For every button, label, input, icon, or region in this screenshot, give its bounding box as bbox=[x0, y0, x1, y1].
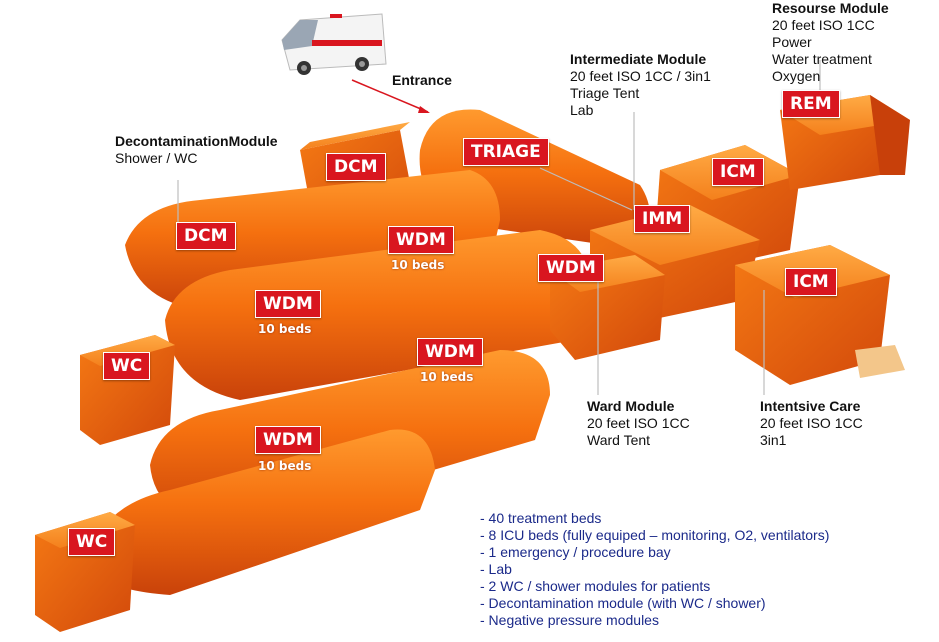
list-item: - Lab bbox=[480, 561, 512, 577]
tag-icm-top: ICM bbox=[712, 158, 764, 186]
list-item: - Negative pressure modules bbox=[480, 612, 659, 628]
annotation-decontamination: DecontaminationModule Shower / WC bbox=[115, 133, 278, 167]
annotation-line: Power bbox=[772, 34, 812, 50]
list-item: - 8 ICU beds (fully equiped – monitoring… bbox=[480, 527, 830, 543]
entrance-arrow bbox=[351, 79, 429, 113]
list-item: - 2 WC / shower modules for patients bbox=[480, 578, 711, 594]
beds-wdm-4: 10 beds bbox=[420, 370, 474, 384]
annotation-title: Intentsive Care bbox=[760, 398, 861, 414]
list-item: - 1 emergency / procedure bay bbox=[480, 544, 671, 560]
annotation-line: Ward Tent bbox=[587, 432, 651, 448]
module-icm-right bbox=[735, 245, 905, 385]
annotation-line: 3in1 bbox=[760, 432, 787, 448]
tag-triage: TRIAGE bbox=[463, 138, 549, 166]
tag-wdm-2: WDM bbox=[255, 290, 321, 318]
beds-wdm-5: 10 beds bbox=[258, 459, 312, 473]
annotation-line: Oxygen bbox=[772, 68, 821, 84]
annotation-line: 20 feet ISO 1CC bbox=[587, 415, 690, 431]
entrance-arrow-head bbox=[418, 106, 430, 113]
annotation-resource: Resourse Module 20 feet ISO 1CC Power Wa… bbox=[772, 0, 889, 85]
annotation-line: Shower / WC bbox=[115, 150, 198, 166]
module-row2-tube bbox=[165, 230, 590, 400]
tag-wdm-3: WDM bbox=[538, 254, 604, 282]
tag-wc-2: WC bbox=[68, 528, 116, 556]
leader-lines bbox=[177, 60, 821, 395]
annotation-line: 20 feet ISO 1CC bbox=[772, 17, 875, 33]
entrance-label: Entrance bbox=[392, 72, 452, 88]
annotation-line: 20 feet ISO 1CC / 3in1 bbox=[570, 68, 711, 84]
list-item: - Decontamination module (with WC / show… bbox=[480, 595, 766, 611]
capabilities-list: - 40 treatment beds - 8 ICU beds (fully … bbox=[480, 510, 829, 629]
annotation-line: Triage Tent bbox=[570, 85, 640, 101]
annotation-line: 20 feet ISO 1CC bbox=[760, 415, 863, 431]
tag-dcm-top: DCM bbox=[326, 153, 386, 181]
module-row4-tube bbox=[90, 429, 435, 595]
annotation-title: Ward Module bbox=[587, 398, 675, 414]
beds-wdm-2: 10 beds bbox=[258, 322, 312, 336]
module-rem bbox=[780, 95, 910, 190]
annotation-ward: Ward Module 20 feet ISO 1CC Ward Tent bbox=[587, 398, 690, 449]
tag-dcm-left: DCM bbox=[176, 222, 236, 250]
annotation-intermediate: Intermediate Module 20 feet ISO 1CC / 3i… bbox=[570, 51, 711, 119]
tag-rem: REM bbox=[782, 90, 840, 118]
beds-wdm-1: 10 beds bbox=[391, 258, 445, 272]
list-item: - 40 treatment beds bbox=[480, 510, 602, 526]
tag-icm-right: ICM bbox=[785, 268, 837, 296]
annotation-title: Intermediate Module bbox=[570, 51, 707, 67]
ambulance-icon bbox=[281, 13, 387, 75]
tag-wdm-4: WDM bbox=[417, 338, 483, 366]
annotation-title: Resourse Module bbox=[772, 0, 889, 16]
tag-imm: IMM bbox=[634, 205, 691, 233]
tag-wc-1: WC bbox=[103, 352, 151, 380]
annotation-line: Water treatment bbox=[772, 51, 872, 67]
annotation-line: Lab bbox=[570, 102, 594, 118]
tag-wdm-5: WDM bbox=[255, 426, 321, 454]
tag-wdm-1: WDM bbox=[388, 226, 454, 254]
annotation-title: DecontaminationModule bbox=[115, 133, 278, 149]
annotation-intensive: Intentsive Care 20 feet ISO 1CC 3in1 bbox=[760, 398, 863, 449]
